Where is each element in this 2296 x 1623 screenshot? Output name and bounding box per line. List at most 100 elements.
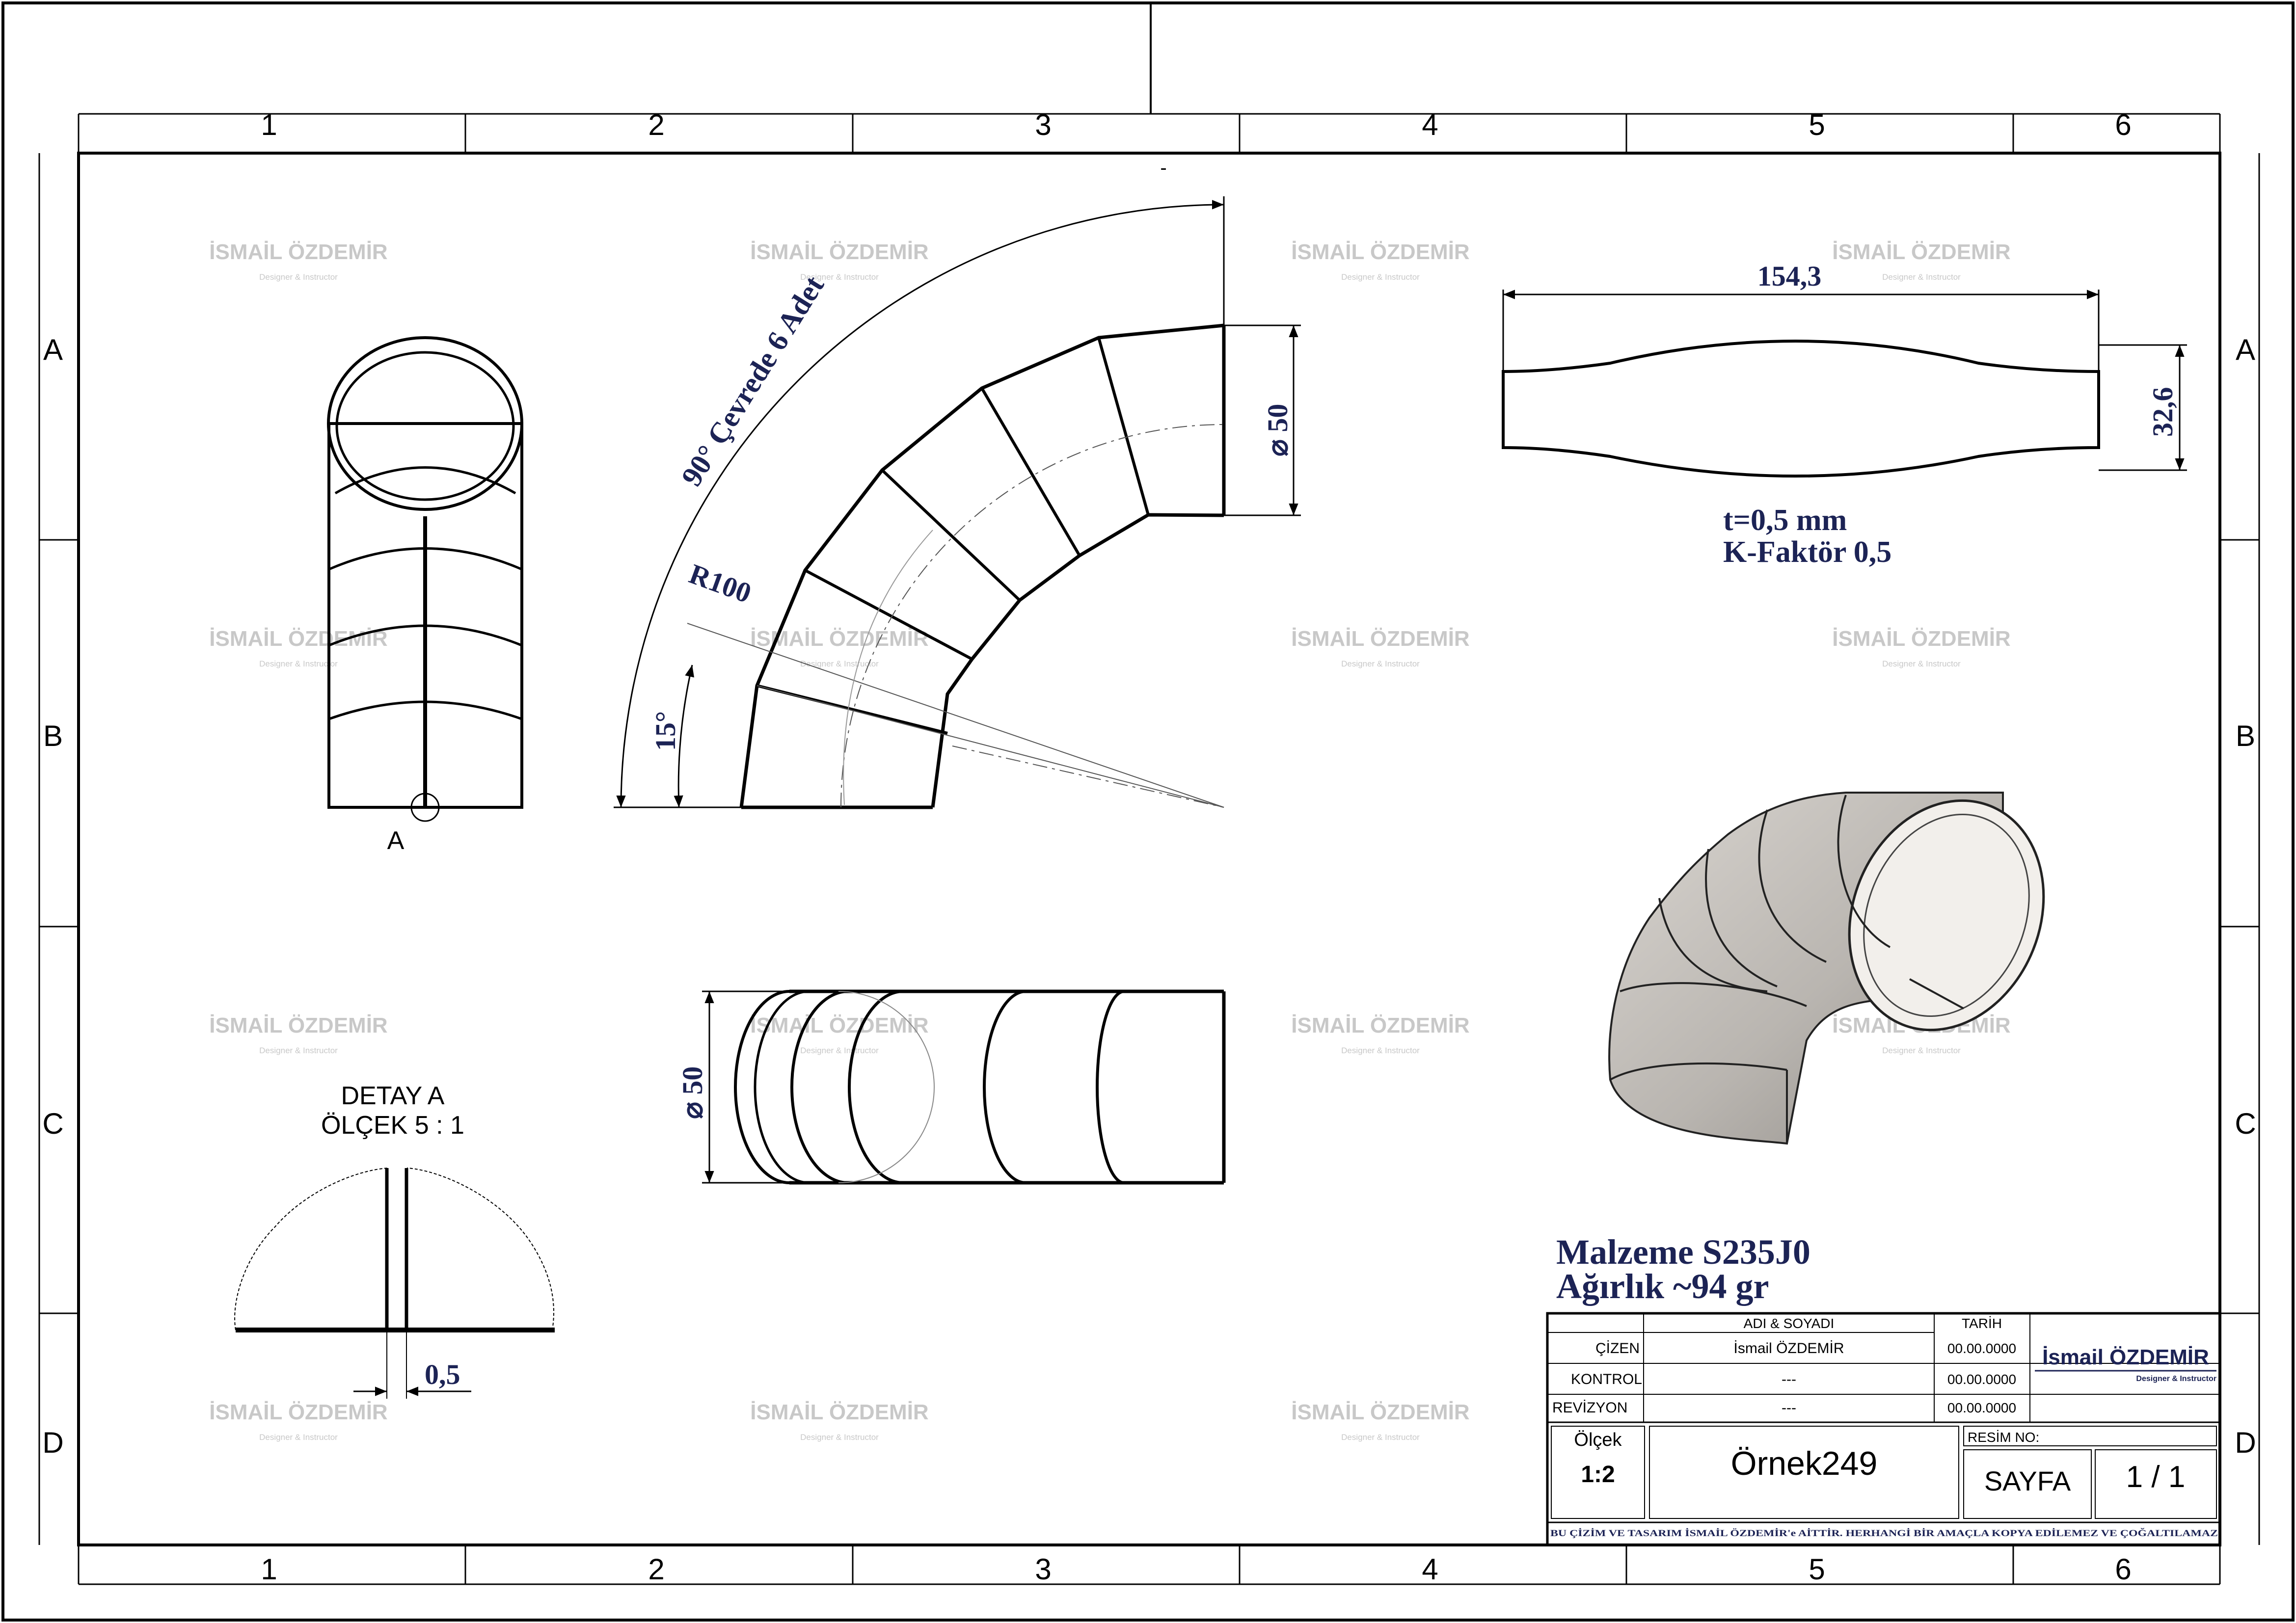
top-dash: - bbox=[1160, 157, 1166, 179]
svg-text:İSMAİL ÖZDEMİR: İSMAİL ÖZDEMİR bbox=[209, 240, 387, 264]
row-date: 00.00.0000 bbox=[1947, 1341, 2016, 1356]
svg-text:Designer & Instructor: Designer & Instructor bbox=[1341, 659, 1420, 668]
row-date: 00.00.0000 bbox=[1947, 1372, 2016, 1387]
watermark: İSMAİL ÖZDEMİR Designer & Instructor bbox=[209, 1400, 387, 1442]
row-name: --- bbox=[1782, 1371, 1796, 1387]
detail-view bbox=[234, 1167, 555, 1399]
row-role: ÇİZEN bbox=[1595, 1340, 1640, 1357]
scale-label: Ölçek bbox=[1574, 1430, 1622, 1450]
svg-text:Designer & Instructor: Designer & Instructor bbox=[259, 659, 338, 668]
svg-text:İSMAİL ÖZDEMİR: İSMAİL ÖZDEMİR bbox=[750, 1400, 928, 1424]
svg-text:İSMAİL ÖZDEMİR: İSMAİL ÖZDEMİR bbox=[209, 627, 387, 651]
row-role: KONTROL bbox=[1571, 1371, 1642, 1387]
row-label: A bbox=[2236, 333, 2255, 366]
sheet-value: 1 / 1 bbox=[2126, 1460, 2186, 1494]
detail-callout: A bbox=[387, 826, 405, 855]
col-label: 2 bbox=[648, 1553, 664, 1586]
side-diameter: ⌀ 50 bbox=[676, 1066, 708, 1119]
svg-text:Designer & Instructor: Designer & Instructor bbox=[1882, 1046, 1961, 1055]
sheet-label: SAYFA bbox=[1984, 1465, 2071, 1496]
copyright-note: BU ÇİZİM VE TASARIM İSMAİL ÖZDEMİR'e AİT… bbox=[1550, 1528, 2218, 1539]
svg-text:Designer & Instructor: Designer & Instructor bbox=[800, 1046, 879, 1055]
blank-height: 32,6 bbox=[2147, 387, 2179, 437]
svg-text:İSMAİL ÖZDEMİR: İSMAİL ÖZDEMİR bbox=[209, 1400, 387, 1424]
k-factor-note: K-Faktör 0,5 bbox=[1723, 535, 1891, 569]
watermark: İSMAİL ÖZDEMİR Designer & Instructor bbox=[750, 1400, 928, 1442]
zone-ticks bbox=[39, 114, 2259, 1584]
row-label: D bbox=[2235, 1426, 2256, 1459]
row-label: A bbox=[43, 333, 63, 366]
svg-text:Designer & Instructor: Designer & Instructor bbox=[800, 659, 879, 668]
svg-text:İSMAİL ÖZDEMİR: İSMAİL ÖZDEMİR bbox=[1291, 627, 1469, 651]
drawing-no-label: RESİM NO: bbox=[1968, 1430, 2039, 1445]
watermark: İSMAİL ÖZDEMİR Designer & Instructor bbox=[1291, 1013, 1469, 1055]
svg-text:İSMAİL ÖZDEMİR: İSMAİL ÖZDEMİR bbox=[1832, 240, 2010, 264]
title-block bbox=[1546, 1312, 2221, 1546]
col-label: 4 bbox=[1422, 108, 1438, 141]
col-label: 2 bbox=[648, 108, 664, 141]
svg-text:İSMAİL ÖZDEMİR: İSMAİL ÖZDEMİR bbox=[1291, 1013, 1469, 1038]
svg-text:İSMAİL ÖZDEMİR: İSMAİL ÖZDEMİR bbox=[1291, 240, 1469, 264]
col-label: 3 bbox=[1035, 108, 1051, 141]
elbow-diameter: ⌀ 50 bbox=[1262, 404, 1294, 456]
radius-label: R100 bbox=[685, 558, 756, 609]
row-name: İsmail ÖZDEMİR bbox=[1734, 1340, 1844, 1357]
watermark: İSMAİL ÖZDEMİR Designer & Instructor bbox=[1291, 240, 1469, 282]
svg-text:Designer & Instructor: Designer & Instructor bbox=[259, 1433, 338, 1442]
col-label: 5 bbox=[1809, 1553, 1825, 1586]
col-label: 6 bbox=[2115, 108, 2131, 141]
svg-text:Designer & Instructor: Designer & Instructor bbox=[259, 1046, 338, 1055]
logo-name: İsmail ÖZDEMİR bbox=[2042, 1345, 2209, 1369]
scale-value: 1:2 bbox=[1581, 1462, 1615, 1488]
elbow-view bbox=[614, 196, 1301, 809]
row-label: C bbox=[2235, 1107, 2256, 1140]
svg-text:Designer & Instructor: Designer & Instructor bbox=[800, 1433, 879, 1442]
col-label: 1 bbox=[261, 1553, 277, 1586]
row-label: B bbox=[2236, 719, 2255, 752]
svg-text:Designer & Instructor: Designer & Instructor bbox=[1882, 272, 1961, 282]
col-label: 1 bbox=[261, 108, 277, 141]
angle-label: 15° bbox=[649, 711, 681, 751]
material-line: Malzeme S235J0 bbox=[1556, 1232, 1810, 1272]
blank-length: 154,3 bbox=[1757, 260, 1822, 292]
row-label: C bbox=[42, 1107, 63, 1140]
svg-text:Designer & Instructor: Designer & Instructor bbox=[1341, 272, 1420, 282]
watermark: İSMAİL ÖZDEMİR Designer & Instructor bbox=[1832, 627, 2010, 668]
svg-text:İSMAİL ÖZDEMİR: İSMAİL ÖZDEMİR bbox=[1291, 1400, 1469, 1424]
detail-gap: 0,5 bbox=[425, 1358, 460, 1390]
watermarks: İSMAİL ÖZDEMİR Designer & Instructor İSMA… bbox=[209, 240, 2010, 1442]
row-label: B bbox=[43, 719, 63, 752]
watermark: İSMAİL ÖZDEMİR Designer & Instructor bbox=[1291, 627, 1469, 668]
row-name: --- bbox=[1782, 1400, 1796, 1416]
front-view bbox=[327, 336, 523, 822]
row-date: 00.00.0000 bbox=[1947, 1400, 2016, 1415]
logo-subtitle: Designer & Instructor bbox=[2136, 1375, 2216, 1383]
row-role: REVİZYON bbox=[1552, 1400, 1627, 1416]
col-label: 4 bbox=[1422, 1553, 1438, 1586]
svg-text:İSMAİL ÖZDEMİR: İSMAİL ÖZDEMİR bbox=[1832, 627, 2010, 651]
col-label: 6 bbox=[2115, 1553, 2131, 1586]
drawing-name: Örnek249 bbox=[1731, 1445, 1878, 1482]
weight-line: Ağırlık ~94 gr bbox=[1556, 1267, 1769, 1306]
flat-blank bbox=[1502, 290, 2187, 478]
col-label: 5 bbox=[1809, 108, 1825, 141]
segments-note: 90° Çevrede 6 Adet bbox=[675, 270, 830, 491]
thickness-note: t=0,5 mm bbox=[1723, 504, 1847, 537]
side-view bbox=[702, 989, 1226, 1185]
svg-text:İSMAİL ÖZDEMİR: İSMAİL ÖZDEMİR bbox=[750, 1013, 928, 1038]
detail-title: DETAY A bbox=[341, 1082, 445, 1110]
iso-elbow bbox=[1608, 792, 2045, 1145]
svg-text:Designer & Instructor: Designer & Instructor bbox=[1341, 1046, 1420, 1055]
detail-scale: ÖLÇEK 5 : 1 bbox=[321, 1111, 464, 1140]
svg-text:İSMAİL ÖZDEMİR: İSMAİL ÖZDEMİR bbox=[750, 240, 928, 264]
watermark: İSMAİL ÖZDEMİR Designer & Instructor bbox=[209, 627, 387, 668]
col-label: 3 bbox=[1035, 1553, 1051, 1586]
svg-text:Designer & Instructor: Designer & Instructor bbox=[1882, 659, 1961, 668]
